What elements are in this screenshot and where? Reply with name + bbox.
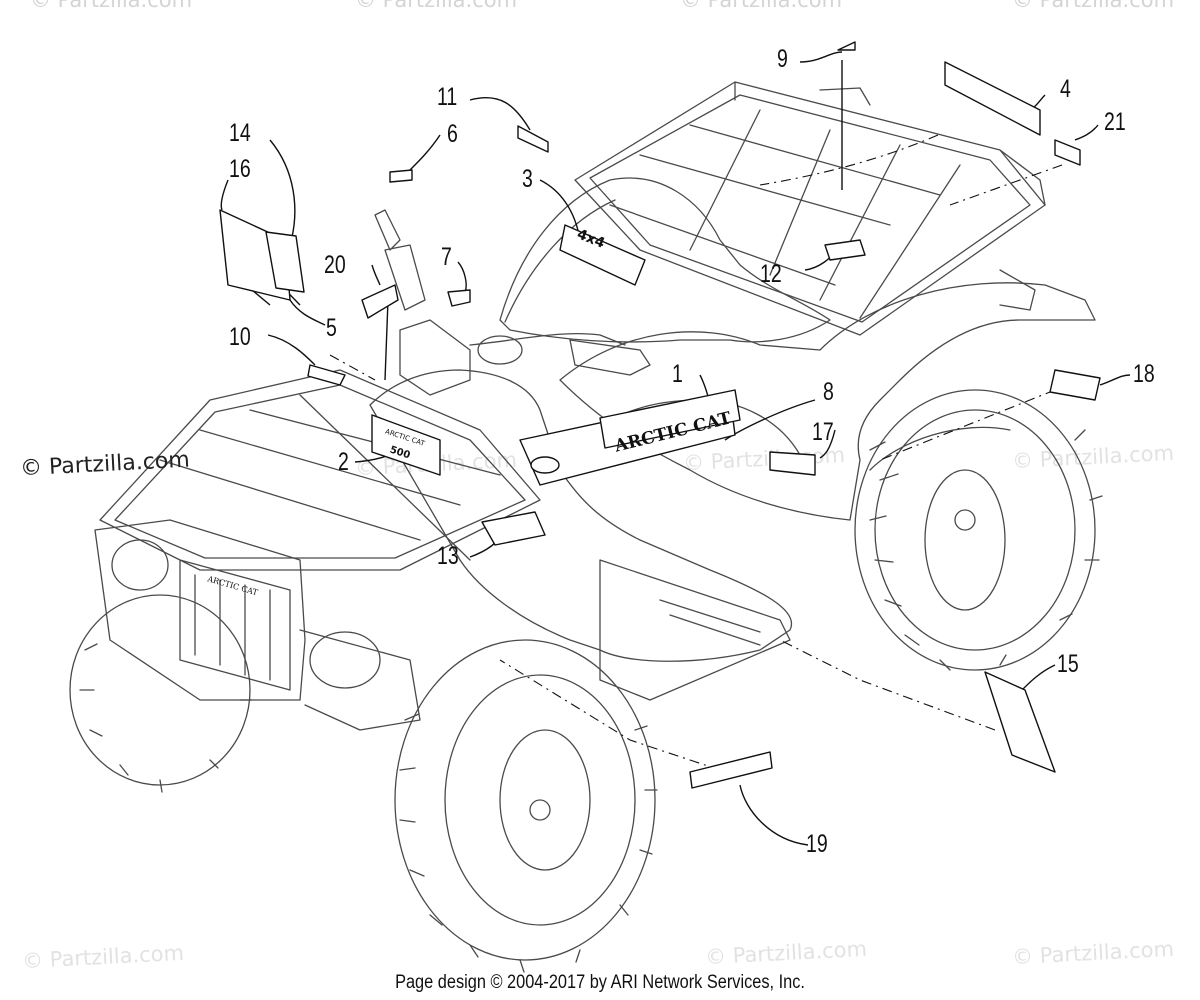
callout-11: 11 [437,83,458,111]
decal-2-shape [371,414,441,476]
decal-13-shape [481,511,546,546]
watermark-top-1: © Partzilla.com [30,0,193,12]
decal-7-shape [447,289,471,307]
front-left-wheel [69,594,253,793]
decal-20-shape [361,284,399,319]
grille-brand-text: ARCTIC CAT [205,574,259,597]
decal-12-shape [824,239,866,261]
watermark-top-3: © Partzilla.com [680,0,843,12]
decal-19-shape [689,751,773,789]
decal-9-shape [837,41,856,51]
seat-and-tank [499,177,831,343]
front-grille [94,519,421,731]
callout-19: 19 [806,830,828,858]
decal-8-shape [599,389,741,449]
callout-18: 18 [1133,360,1155,388]
callout-12: 12 [760,260,782,288]
callout-6: 6 [447,120,458,148]
decal-shapes [219,41,1101,789]
fuel-cap-shape [530,456,560,474]
decal-15-shape [984,671,1056,773]
rear-wheel [854,389,1103,671]
watermark-top-4: © Partzilla.com [1012,0,1175,12]
front-rack [99,369,541,571]
decal-10-shape [307,364,346,386]
decal-3-shape [559,224,646,286]
decal-21-shape [1054,139,1081,166]
rear-fender [559,282,1096,521]
callout-14: 14 [229,119,251,147]
decal-4-shape [944,61,1041,136]
callout-3: 3 [522,165,533,193]
callout-13: 13 [437,542,459,570]
decal-6-shape [389,169,413,183]
decal-11-shape [517,125,549,153]
watermark-top-2: © Partzilla.com [355,0,518,12]
callout-16: 16 [229,155,251,183]
callout-20: 20 [324,251,346,279]
callout-8: 8 [823,378,834,406]
callout-1: 1 [672,360,683,388]
callout-17: 17 [812,418,834,446]
callout-15: 15 [1057,650,1079,678]
callout-21: 21 [1104,108,1126,136]
front-right-wheel [394,639,658,973]
decal-18-shape [1049,369,1101,401]
callout-7: 7 [441,243,452,271]
page-footer: Page design © 2004-2017 by ARI Network S… [395,972,805,993]
callout-5: 5 [326,314,337,342]
decal-14-shape [265,231,305,293]
callout-9: 9 [777,45,788,73]
callout-2: 2 [338,448,349,476]
placement-lines [329,134,1063,771]
decal-17-shape [769,451,816,476]
callout-10: 10 [229,323,251,351]
rear-rack [574,81,1046,336]
decal-16-shape [219,209,291,301]
callout-4: 4 [1060,75,1071,103]
handlebar [374,209,651,396]
